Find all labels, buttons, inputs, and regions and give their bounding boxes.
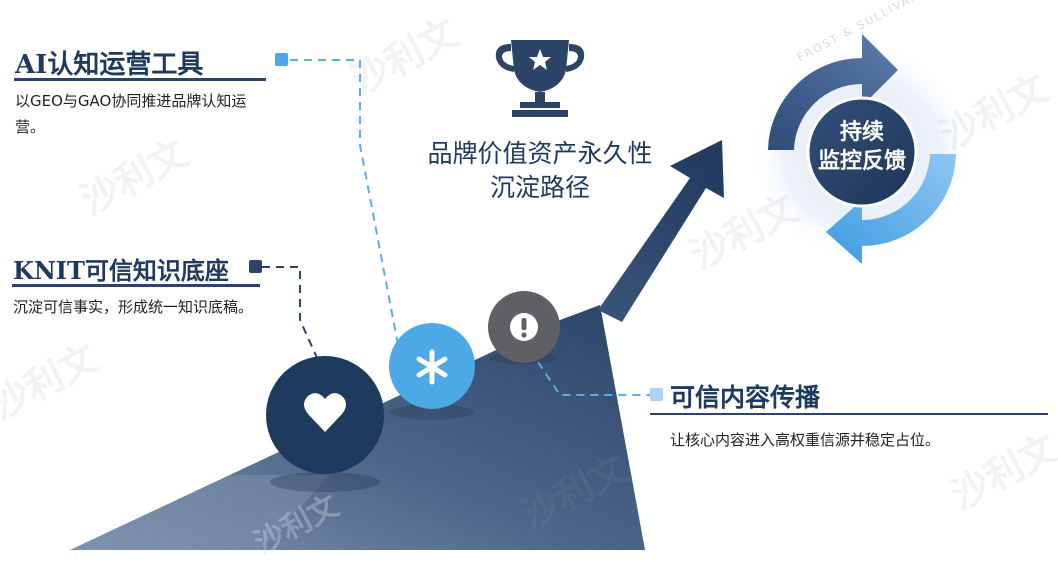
center-title-line1: 品牌价值资产永久性 <box>427 139 653 168</box>
heart-icon <box>304 393 346 432</box>
svg-text:沙利文: 沙利文 <box>934 66 1055 158</box>
trusted-content-underline <box>650 413 1048 415</box>
knit-underline <box>12 284 260 287</box>
ai-cognition-description: 以GEO与GAO协同推进品牌认知运营。 <box>15 92 247 136</box>
ramp-shadow <box>70 475 330 550</box>
connector-ai <box>290 59 399 346</box>
svg-text:沙利文: 沙利文 <box>74 131 195 223</box>
connector-content <box>537 361 650 396</box>
connector-ai-dot <box>275 53 288 66</box>
knit-description: 沉淀可信事实，形成统一知识底稿。 <box>13 298 254 316</box>
diagram-graphics: 沙利文 沙利文 沙利文 沙利文 沙利文 沙利文 沙利文 <box>0 11 1058 550</box>
connector-knit-dot <box>249 260 262 273</box>
connector-knit <box>262 266 319 361</box>
svg-text:沙利文: 沙利文 <box>0 336 105 428</box>
svg-text:沙利文: 沙利文 <box>684 186 805 278</box>
svg-text:沙利文: 沙利文 <box>344 11 465 103</box>
knit-title: KNIT可信知识底座 <box>13 256 229 285</box>
trusted-content-title: 可信内容传播 <box>670 383 821 412</box>
growth-arrow <box>598 140 724 322</box>
center-title-line2: 沉淀路径 <box>489 173 590 202</box>
cycle-label-line2: 监控反馈 <box>817 149 906 174</box>
cycle-inner-circle <box>806 96 918 208</box>
trusted-content-description: 让核心内容进入高权重信源并稳定占位。 <box>670 431 941 449</box>
trophy-icon <box>495 40 585 117</box>
ai-cognition-title: AI认知运营工具 <box>15 50 204 80</box>
ai-cognition-underline <box>14 78 266 81</box>
cycle-label-line1: 持续 <box>839 120 884 145</box>
connector-content-dot <box>650 388 663 401</box>
exclamation-icon <box>510 313 538 341</box>
cycle-arc-dark <box>768 34 898 150</box>
asterisk-icon <box>416 349 448 385</box>
cycle-arc-light <box>826 154 956 264</box>
